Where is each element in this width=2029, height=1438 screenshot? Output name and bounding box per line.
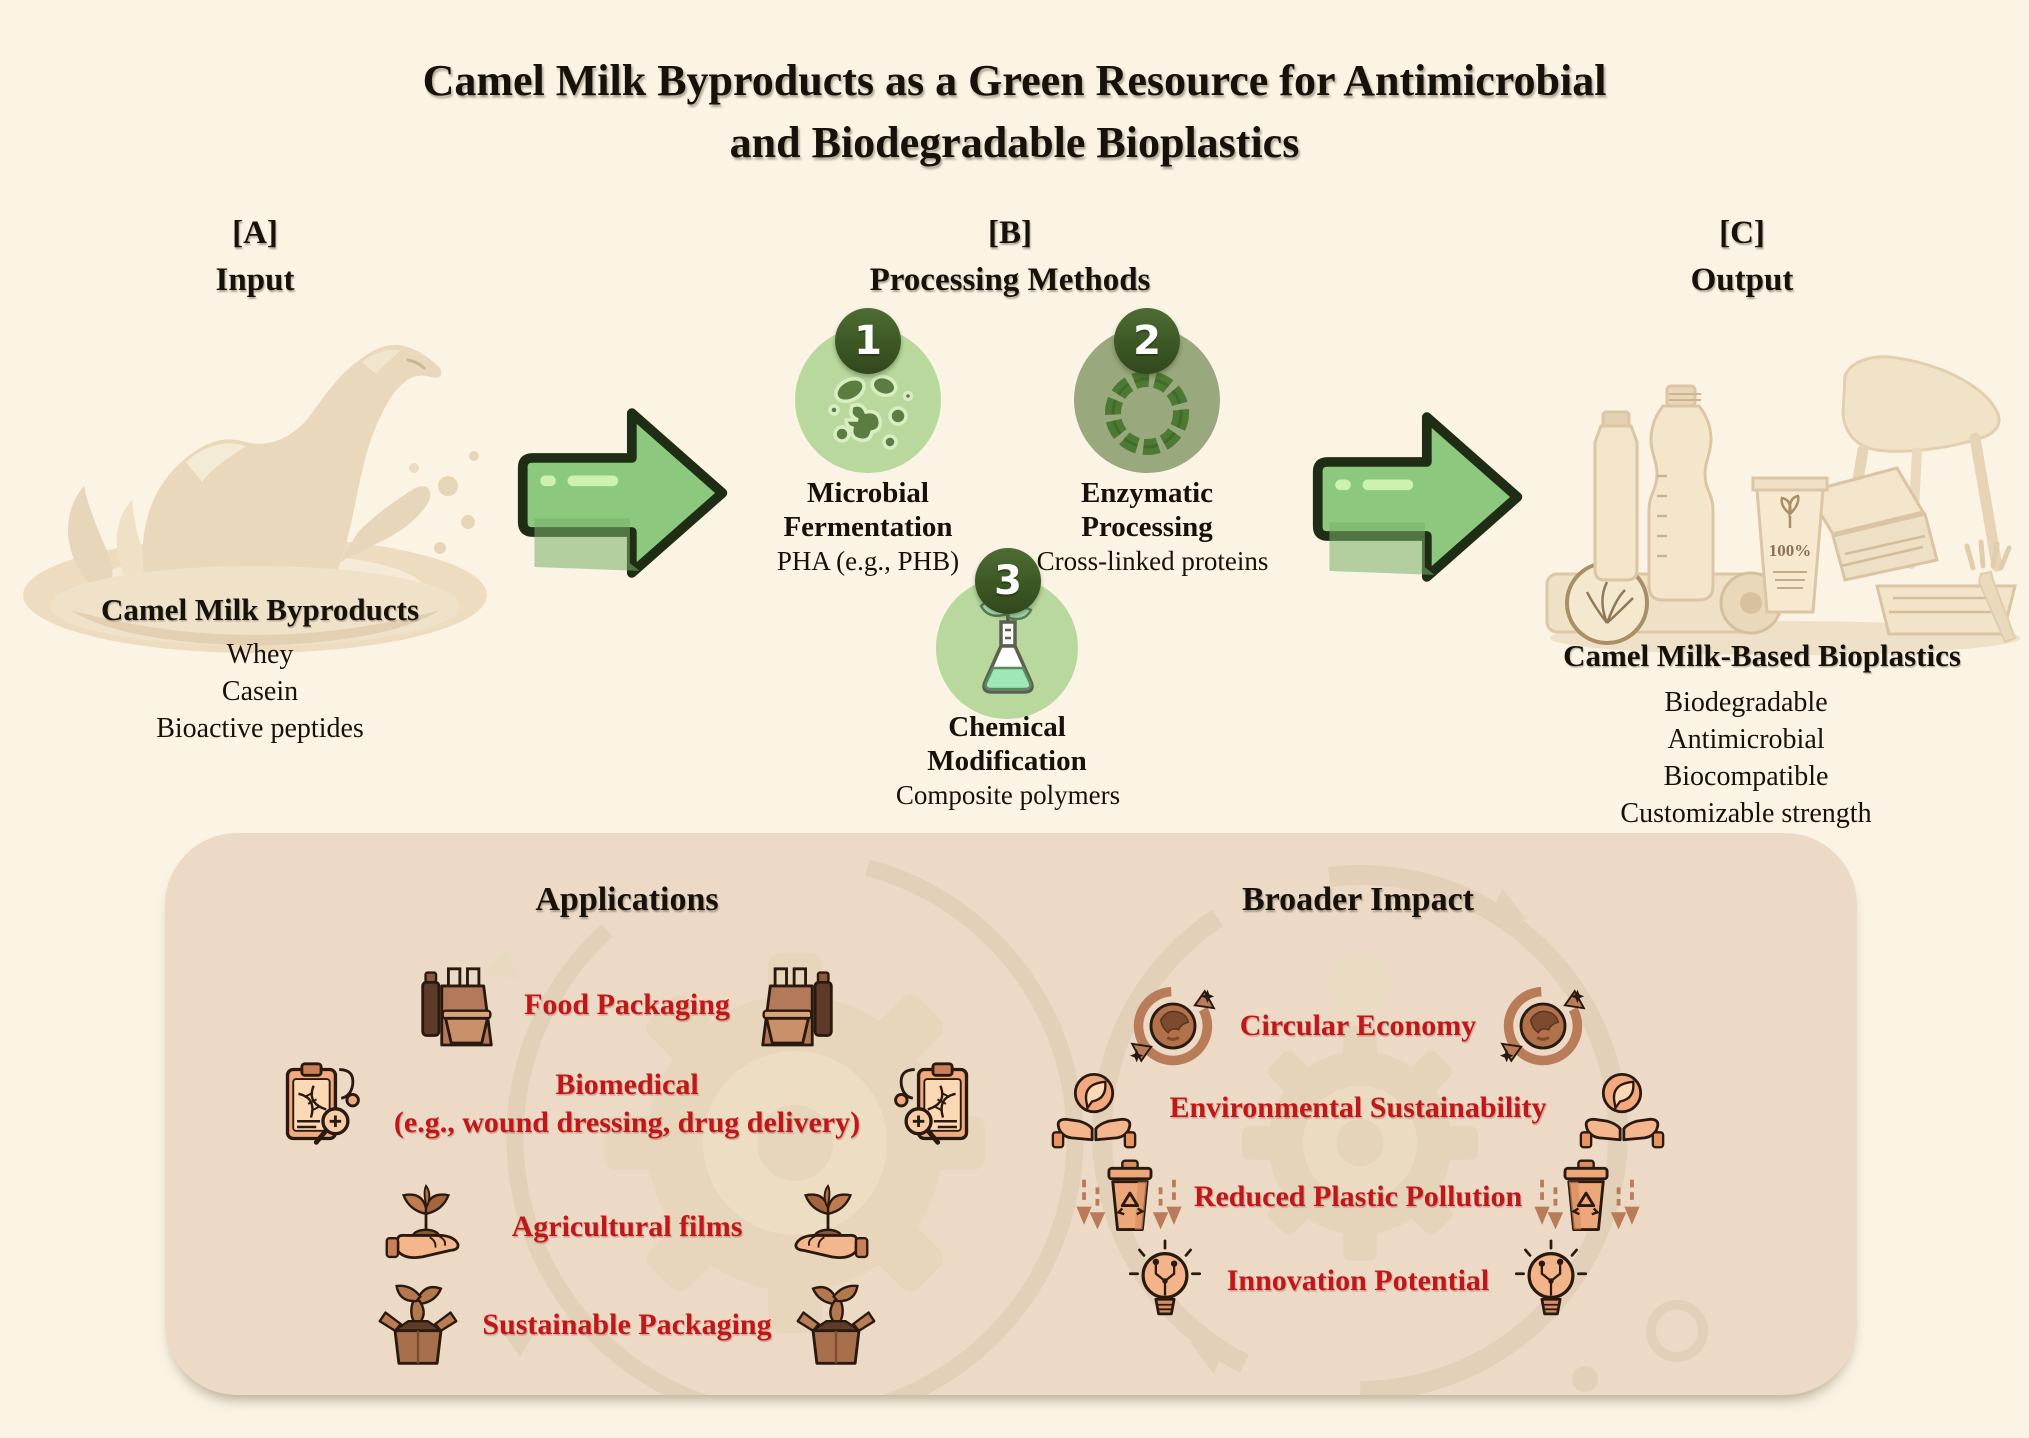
output-heading: Output <box>1690 261 1794 298</box>
application-row-sustainable-packaging: Sustainable Packaging <box>374 1275 880 1375</box>
output-item: Antimicrobial <box>1667 724 1825 755</box>
method-name-3: Chemical Modification <box>927 711 1087 777</box>
protein-ring-icon <box>1105 371 1189 455</box>
panel-watermark-decoration <box>485 849 1708 1395</box>
impact-label: Circular Economy <box>1239 1008 1477 1042</box>
method-number-badge-1: 1 <box>835 308 901 374</box>
output-item: Customizable strength <box>1620 798 1872 829</box>
input-subtitle: Camel Milk Byproducts <box>100 592 420 627</box>
hand-plant-icon <box>784 1184 872 1270</box>
recycle-box-icon <box>792 1281 880 1369</box>
method-name-2: Enzymatic Processing <box>1080 477 1214 543</box>
output-item: Biocompatible <box>1663 761 1829 792</box>
input-item: Casein <box>221 676 299 707</box>
input-heading: Input <box>215 261 295 298</box>
lightbulb-circuit-icon <box>1509 1237 1593 1325</box>
input-item: Whey <box>226 639 294 670</box>
output-tag: [C] <box>1719 215 1765 251</box>
output-subtitle: Camel Milk-Based Bioplastics <box>1563 638 1961 673</box>
biomedical-sublabel: (e.g., wound dressing, drug delivery) <box>393 1106 861 1139</box>
method-detail-1: PHA (e.g., PHB) <box>776 546 960 576</box>
method-number-badge-2: 2 <box>1114 308 1180 374</box>
globe-cycle-icon <box>1129 982 1217 1070</box>
method-number-badge-3: 3 <box>975 548 1041 614</box>
hands-leaf-icon <box>1051 1065 1137 1151</box>
impact-row-circular-economy: Circular Economy <box>1129 978 1587 1074</box>
food-packaging-bag-icon <box>417 957 497 1053</box>
title-line-2: and Biodegradable Bioplastics <box>729 118 1300 168</box>
application-label: Food Packaging <box>524 987 730 1021</box>
bacteria-icon <box>828 374 914 450</box>
medical-clipboard-icon <box>276 1058 368 1150</box>
output-item-list: Biodegradable Antimicrobial Biocompatibl… <box>1486 684 2006 832</box>
hands-leaf-icon <box>1579 1065 1665 1151</box>
application-row-biomedical: Biomedical (e.g., wound dressing, drug d… <box>276 1045 978 1163</box>
recycle-box-icon <box>374 1281 462 1369</box>
impact-row-environmental-sustainability: Environmental Sustainability <box>1051 1061 1665 1155</box>
title-line-1: Camel Milk Byproducts as a Green Resourc… <box>422 56 1607 105</box>
page-title: Camel Milk Byproducts as a Green Resourc… <box>0 50 2029 175</box>
impact-row-innovation-potential: Innovation Potential <box>1123 1235 1593 1327</box>
applications-heading: Applications <box>535 881 719 918</box>
method-detail-3: Composite polymers <box>895 780 1121 810</box>
applications-impact-panel: Applications Broader Impact Food Packagi… <box>165 833 1857 1395</box>
application-label: Biomedical (e.g., wound dressing, drug d… <box>368 1066 886 1143</box>
input-item-list: Whey Casein Bioactive peptides <box>25 636 495 747</box>
flow-arrow-processing-to-output <box>1312 412 1523 582</box>
method-name-1: Microbial Fermentation <box>783 477 953 543</box>
application-row-food-packaging: Food Packaging <box>417 955 837 1055</box>
impact-label: Environmental Sustainability <box>1169 1090 1547 1124</box>
input-tag: [A] <box>232 215 278 251</box>
output-item: Biodegradable <box>1664 687 1828 718</box>
food-packaging-bag-icon <box>757 957 837 1053</box>
method-detail-2: Cross-linked proteins <box>1036 546 1269 576</box>
bioplastic-products-illustration: 100% <box>1545 355 2020 655</box>
impact-heading: Broader Impact <box>1241 881 1474 918</box>
input-section-header: [A] Input <box>95 210 415 304</box>
flow-arrow-input-to-processing <box>517 408 728 578</box>
globe-cycle-icon <box>1499 982 1587 1070</box>
output-section-header: [C] Output <box>1572 210 1912 304</box>
hand-plant-icon <box>382 1184 470 1270</box>
recycle-bin-icon <box>1534 1153 1640 1241</box>
impact-label: Reduced Plastic Pollution <box>1193 1179 1523 1213</box>
recycle-bin-icon <box>1076 1153 1182 1241</box>
biomedical-label: Biomedical <box>555 1067 699 1101</box>
processing-section-header: [B] Processing Methods <box>780 210 1240 304</box>
cup-percent-label: 100% <box>1769 541 1812 560</box>
processing-heading: Processing Methods <box>869 261 1151 298</box>
lightbulb-circuit-icon <box>1123 1237 1207 1325</box>
input-item: Bioactive peptides <box>156 713 364 744</box>
application-label: Agricultural films <box>511 1209 743 1243</box>
impact-row-reduced-plastic-pollution: Reduced Plastic Pollution <box>1076 1149 1640 1245</box>
application-label: Sustainable Packaging <box>482 1307 772 1341</box>
processing-tag: [B] <box>988 215 1032 251</box>
camel-milk-splash-illustration <box>23 344 487 653</box>
medical-clipboard-icon <box>886 1058 978 1150</box>
impact-label: Innovation Potential <box>1226 1263 1490 1297</box>
application-row-agricultural-films: Agricultural films <box>382 1179 872 1275</box>
